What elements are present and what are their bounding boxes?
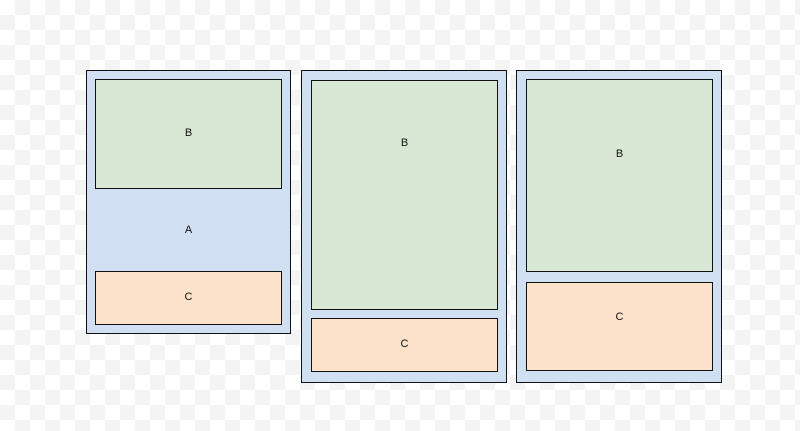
region-c: C: [526, 282, 713, 371]
region-a-label: A: [184, 224, 193, 236]
region-c: C: [311, 318, 498, 372]
region-b-label: B: [184, 127, 193, 139]
region-b: B: [526, 79, 713, 272]
layout-panel-2: B C: [301, 70, 507, 383]
region-c-label: C: [184, 291, 193, 303]
layout-panel-1: B A C: [86, 70, 291, 334]
region-b: B: [311, 80, 498, 310]
layout-panel-3: B C: [516, 70, 722, 383]
region-b: B: [95, 79, 282, 189]
region-b-label: B: [400, 137, 409, 149]
region-b-label: B: [615, 148, 624, 160]
region-c-label: C: [400, 338, 409, 350]
region-c-label: C: [615, 311, 624, 323]
region-c: C: [95, 271, 282, 325]
